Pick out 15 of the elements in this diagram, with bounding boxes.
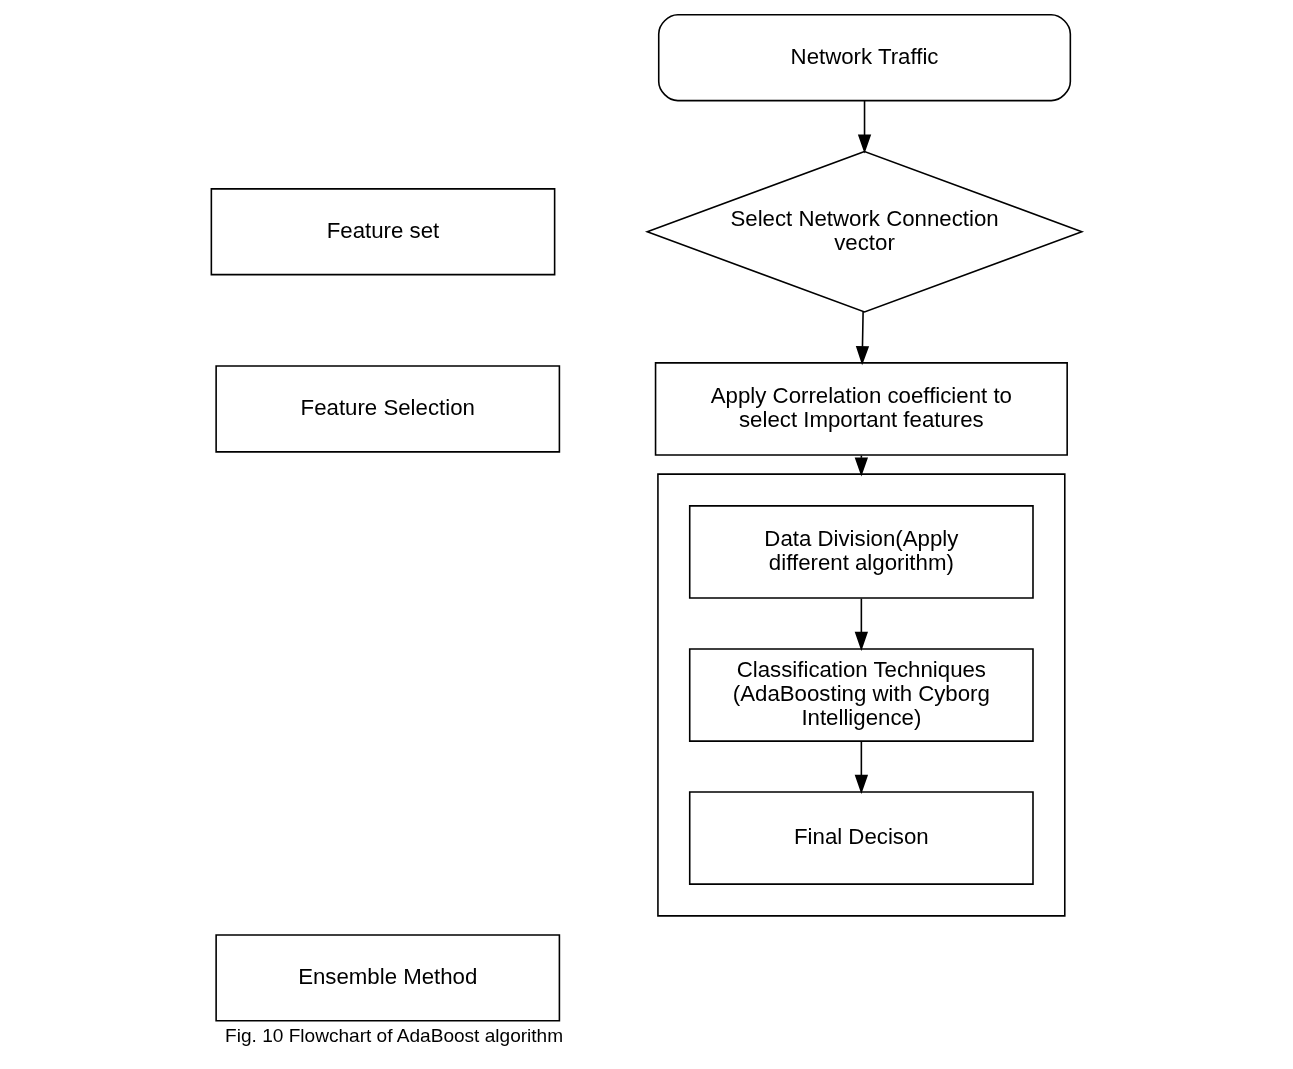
cluster: [657, 473, 1066, 917]
node-box: Classification Techniques (AdaBoosting with Cyborg Intelligence): [688, 648, 1034, 742]
arrow: [854, 597, 869, 651]
arrow: [854, 740, 869, 794]
caption: Fig. 10 Flowchart of AdaBoost algorithm: [225, 1025, 564, 1047]
node-box: Feature set: [210, 188, 556, 276]
node-box: Feature Selection: [215, 365, 561, 453]
node-box: Data Division(Apply different algorithm): [688, 505, 1034, 599]
arrow: [857, 99, 872, 154]
node-diamond: Select Network Connection vector: [644, 150, 1085, 313]
node-box: Apply Correlation coefficient to select Important features: [654, 362, 1068, 456]
node-box: Final Decison: [688, 791, 1034, 885]
node-box: Ensemble Method: [215, 934, 561, 1022]
node-box: Network Traffic: [657, 14, 1072, 102]
arrow: [855, 310, 870, 366]
